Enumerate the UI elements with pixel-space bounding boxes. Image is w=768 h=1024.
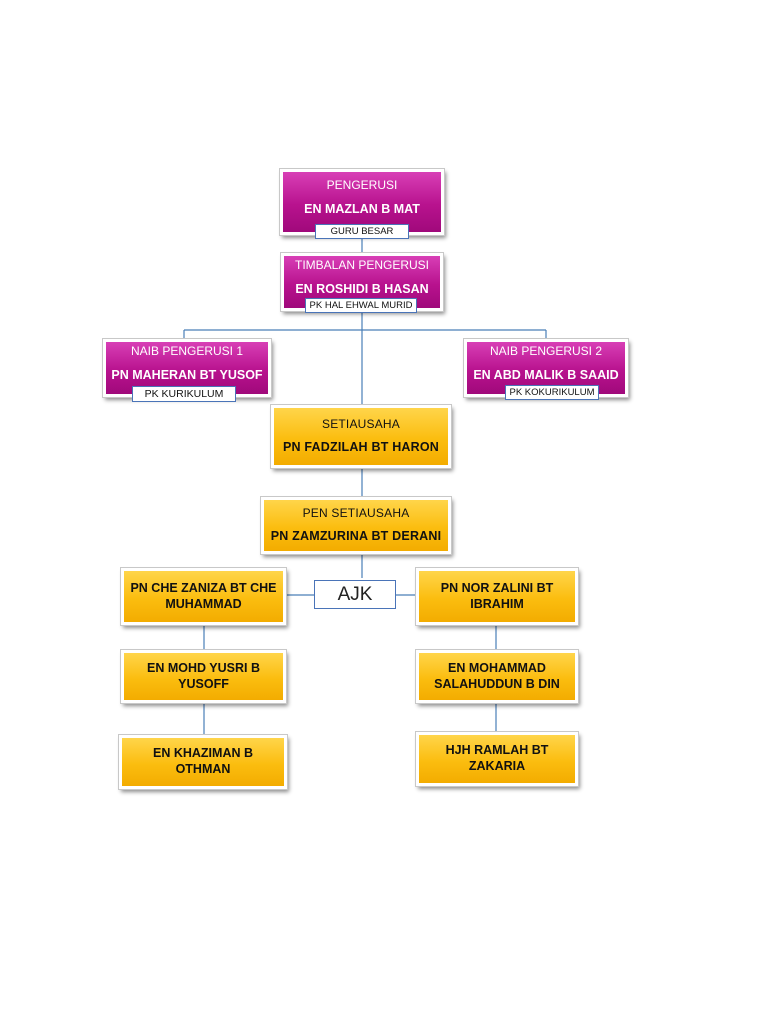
assistant-secretary-name: PN ZAMZURINA BT DERANI [270, 529, 442, 544]
chairman-name: EN MAZLAN B MAT [304, 202, 420, 217]
committee-right-1: PN NOR ZALINI BT IBRAHIM [415, 567, 579, 626]
committee-member-name: EN KHAZIMAN B OTHMAN [153, 746, 253, 776]
secretary-title: SETIAUSAHA [321, 417, 401, 432]
deputy-1-title: NAIB PENGERUSI 1 [130, 344, 244, 359]
committee-left-1: PN CHE ZANIZA BT CHE MUHAMMAD [120, 567, 287, 626]
deputy-2-name: EN ABD MALIK B SAAID [473, 368, 619, 383]
secretary-name: PN FADZILAH BT HARON [282, 440, 440, 455]
vice-chairman-title: TIMBALAN PENGERUSI [294, 258, 430, 273]
committee-member-name: PN NOR ZALINI BT IBRAHIM [440, 580, 554, 611]
deputy-1-name: PN MAHERAN BT YUSOF [111, 368, 263, 383]
deputy-2-role-tag: PK KOKURIKULUM [505, 385, 599, 400]
committee-right-3: HJH RAMLAH BT ZAKARIA [415, 731, 579, 787]
secretary-box: SETIAUSAHA PN FADZILAH BT HARON [270, 404, 452, 469]
committee-member-name: EN MOHD YUSRI B YUSOFF [147, 660, 260, 691]
chairman-role-tag: GURU BESAR [315, 224, 409, 239]
vice-chairman-role-tag: PK HAL EHWAL MURID [305, 298, 417, 313]
chairman-title: PENGERUSI [326, 178, 398, 193]
committee-left-2: EN MOHD YUSRI B YUSOFF [120, 649, 287, 704]
committee-right-2: EN MOHAMMAD SALAHUDDUN B DIN [415, 649, 579, 704]
assistant-secretary-box: PEN SETIAUSAHA PN ZAMZURINA BT DERANI [260, 496, 452, 555]
deputy-2-title: NAIB PENGERUSI 2 [489, 344, 603, 359]
committee-member-name: PN CHE ZANIZA BT CHE MUHAMMAD [130, 580, 277, 611]
committee-member-name: HJH RAMLAH BT ZAKARIA [445, 743, 549, 773]
vice-chairman-name: EN ROSHIDI B HASAN [295, 282, 429, 297]
deputy-1-role-tag: PK KURIKULUM [132, 386, 236, 402]
ajk-label: AJK [314, 580, 396, 609]
committee-member-name: EN MOHAMMAD SALAHUDDUN B DIN [434, 660, 560, 691]
committee-left-3: EN KHAZIMAN B OTHMAN [118, 734, 288, 790]
assistant-secretary-title: PEN SETIAUSAHA [302, 506, 410, 521]
